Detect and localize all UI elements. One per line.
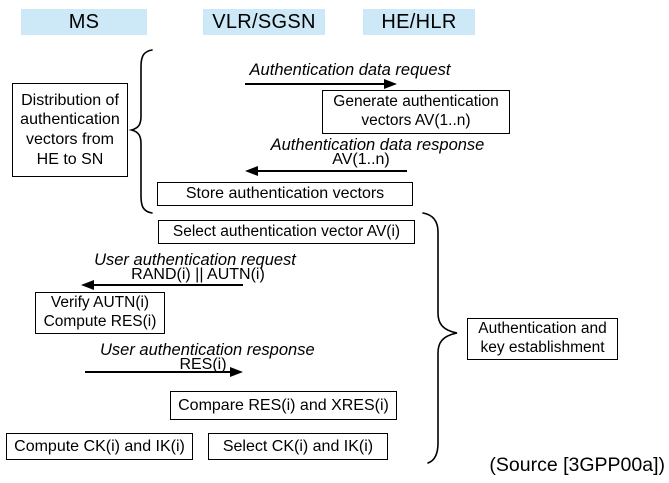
box-compute-ck-ik: Compute CK(i) and IK(i) (6, 433, 193, 460)
box-verify-autn: Verify AUTN(i) Compute RES(i) (35, 292, 165, 334)
column-header-vlr-sgsn: VLR/SGSN (203, 9, 325, 35)
column-header-ms: MS (21, 9, 147, 35)
arrowhead-right-icon (230, 367, 243, 377)
right-brace-icon (422, 212, 458, 464)
box-select-vector: Select authentication vector AV(i) (158, 220, 415, 244)
message-label-user-auth-response: User authentication response (100, 341, 315, 359)
column-header-he-hlr: HE/HLR (363, 9, 475, 35)
arrowhead-right-icon (384, 79, 397, 89)
message-label-auth-data-request: Authentication data request (249, 61, 451, 79)
box-store-vectors: Store authentication vectors (157, 182, 413, 206)
box-distribution-phase: Distribution of authentication vectors f… (12, 83, 128, 177)
box-compare-res: Compare RES(i) and XRES(i) (170, 391, 397, 420)
arrow-auth-data-response (258, 170, 407, 172)
arrow-user-auth-response (85, 371, 231, 373)
box-select-ck-ik: Select CK(i) and IK(i) (208, 433, 388, 460)
message-param-av1n: AV(1..n) (332, 151, 390, 168)
column-label-vlr-sgsn: VLR/SGSN (212, 10, 316, 33)
message-label-auth-data-response: Authentication data response (270, 136, 485, 154)
arrowhead-left-icon (245, 166, 258, 176)
source-note: (Source [3GPP00a]) (489, 454, 665, 476)
column-label-he-hlr: HE/HLR (381, 10, 457, 33)
box-generate-vectors: Generate authentication vectors AV(1..n) (322, 90, 510, 134)
column-label-ms: MS (68, 10, 100, 33)
box-auth-key-establishment: Authentication and key establishment (467, 318, 618, 360)
message-param-res: RES(i) (179, 356, 227, 373)
message-param-rand-autn: RAND(i) || AUTN(i) (131, 266, 265, 283)
arrow-user-auth-request (94, 284, 243, 286)
message-label-user-auth-request: User authentication request (94, 251, 296, 269)
arrow-auth-data-request (245, 83, 385, 85)
left-brace-icon (128, 49, 153, 214)
arrowhead-left-icon (81, 280, 94, 290)
